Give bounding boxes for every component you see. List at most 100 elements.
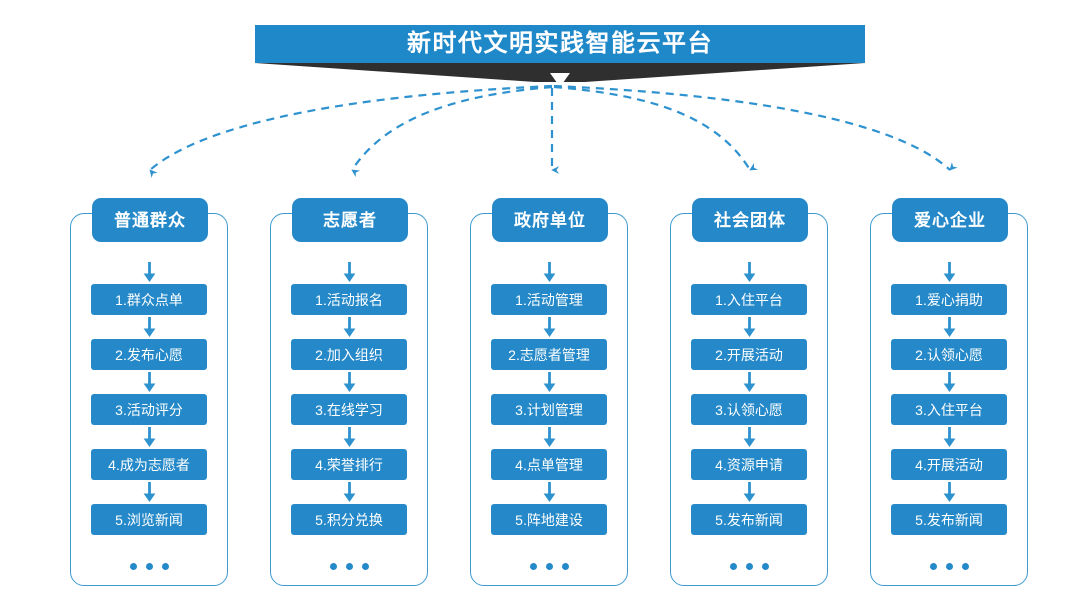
- column-header-0[interactable]: 普通群众: [92, 198, 208, 242]
- more-items-ellipsis: [270, 549, 428, 583]
- arrow-down-icon: [870, 425, 1028, 449]
- column-item-label: 5.发布新闻: [915, 511, 983, 528]
- arrow-down-icon: [670, 260, 828, 284]
- ellipsis-dot: [361, 562, 369, 570]
- column-header-3[interactable]: 社会团体: [692, 198, 808, 242]
- ellipsis-dot: [129, 562, 137, 570]
- column-item[interactable]: 4.成为志愿者: [91, 449, 207, 480]
- arrow-down-icon: [670, 425, 828, 449]
- column-item-label: 4.荣誉排行: [315, 456, 383, 473]
- column-header-label: 政府单位: [514, 210, 586, 230]
- column-header-label: 社会团体: [714, 210, 786, 230]
- column-items: 1.群众点单 2.发布心愿 3.活动评分 4.成为志愿者 5.浏览新闻: [70, 260, 228, 583]
- column-header-4[interactable]: 爱心企业: [892, 198, 1008, 242]
- column-item[interactable]: 3.活动评分: [91, 394, 207, 425]
- column-item-label: 3.活动评分: [115, 401, 183, 418]
- arrow-down-icon: [470, 480, 628, 504]
- column-items: 1.活动报名 2.加入组织 3.在线学习 4.荣誉排行 5.积分兑换: [270, 260, 428, 583]
- column-item[interactable]: 3.计划管理: [491, 394, 607, 425]
- column-item[interactable]: 5.浏览新闻: [91, 504, 207, 535]
- arrow-down-icon: [270, 260, 428, 284]
- column-item[interactable]: 1.活动管理: [491, 284, 607, 315]
- ellipsis-dot: [545, 562, 553, 570]
- column-item[interactable]: 4.资源申请: [691, 449, 807, 480]
- ellipsis-dot: [761, 562, 769, 570]
- column-item[interactable]: 3.在线学习: [291, 394, 407, 425]
- column-item-label: 3.计划管理: [515, 401, 583, 418]
- arrow-down-icon: [470, 315, 628, 339]
- column-item[interactable]: 2.开展活动: [691, 339, 807, 370]
- ellipsis-dot: [929, 562, 937, 570]
- column-item-label: 1.活动管理: [515, 291, 583, 308]
- ellipsis-dot: [745, 562, 753, 570]
- arrow-down-icon: [70, 315, 228, 339]
- column-item[interactable]: 2.加入组织: [291, 339, 407, 370]
- column-items: 1.入住平台 2.开展活动 3.认领心愿 4.资源申请 5.发布新闻: [670, 260, 828, 583]
- column-item-label: 3.认领心愿: [715, 401, 783, 418]
- arrow-down-icon: [670, 370, 828, 394]
- column-item-label: 5.发布新闻: [715, 511, 783, 528]
- arrow-down-icon: [270, 315, 428, 339]
- ellipsis-dot: [529, 562, 537, 570]
- arrow-down-icon: [670, 480, 828, 504]
- more-items-ellipsis: [470, 549, 628, 583]
- arrow-down-icon: [470, 260, 628, 284]
- column-item-label: 1.入住平台: [715, 291, 783, 308]
- column-item[interactable]: 3.入住平台: [891, 394, 1007, 425]
- column-item-label: 2.开展活动: [715, 346, 783, 363]
- arrow-down-icon: [70, 370, 228, 394]
- column-item[interactable]: 4.开展活动: [891, 449, 1007, 480]
- ellipsis-dot: [961, 562, 969, 570]
- role-column: 志愿者 1.活动报名 2.加入组织 3.在线学习 4.荣誉排行 5.积分兑换: [270, 198, 430, 588]
- role-column: 政府单位 1.活动管理 2.志愿者管理 3.计划管理 4.点单管理 5.阵地建设: [470, 198, 630, 588]
- arrow-down-icon: [70, 480, 228, 504]
- column-item[interactable]: 1.入住平台: [691, 284, 807, 315]
- column-item[interactable]: 4.荣誉排行: [291, 449, 407, 480]
- column-item-label: 3.入住平台: [915, 401, 983, 418]
- column-item[interactable]: 2.发布心愿: [91, 339, 207, 370]
- arrow-down-icon: [270, 370, 428, 394]
- column-item[interactable]: 5.积分兑换: [291, 504, 407, 535]
- column-item-label: 1.活动报名: [315, 291, 383, 308]
- title-shadow-shape: [255, 63, 865, 82]
- down-chevron-icon: [550, 73, 570, 87]
- column-item-label: 4.成为志愿者: [108, 456, 190, 473]
- arrow-down-icon: [670, 315, 828, 339]
- column-item[interactable]: 1.活动报名: [291, 284, 407, 315]
- column-item-label: 3.在线学习: [315, 401, 383, 418]
- column-item[interactable]: 5.阵地建设: [491, 504, 607, 535]
- role-column: 社会团体 1.入住平台 2.开展活动 3.认领心愿 4.资源申请 5.发布新闻: [670, 198, 830, 588]
- column-item[interactable]: 1.爱心捐助: [891, 284, 1007, 315]
- arrow-down-icon: [270, 480, 428, 504]
- column-item[interactable]: 4.点单管理: [491, 449, 607, 480]
- column-item-label: 5.阵地建设: [515, 511, 583, 528]
- arrow-down-icon: [470, 425, 628, 449]
- ellipsis-dot: [345, 562, 353, 570]
- column-item[interactable]: 3.认领心愿: [691, 394, 807, 425]
- page-title: 新时代文明实践智能云平台: [407, 30, 713, 57]
- column-item[interactable]: 5.发布新闻: [891, 504, 1007, 535]
- column-item-label: 5.积分兑换: [315, 511, 383, 528]
- column-header-label: 志愿者: [323, 210, 377, 230]
- ellipsis-dot: [161, 562, 169, 570]
- column-item-label: 2.加入组织: [315, 346, 383, 363]
- column-item[interactable]: 2.志愿者管理: [491, 339, 607, 370]
- column-item-label: 2.认领心愿: [915, 346, 983, 363]
- arrow-down-icon: [870, 315, 1028, 339]
- column-header-label: 爱心企业: [914, 210, 986, 230]
- column-item-label: 4.开展活动: [915, 456, 983, 473]
- column-item[interactable]: 2.认领心愿: [891, 339, 1007, 370]
- column-items: 1.活动管理 2.志愿者管理 3.计划管理 4.点单管理 5.阵地建设: [470, 260, 628, 583]
- column-header-label: 普通群众: [114, 210, 186, 230]
- column-header-2[interactable]: 政府单位: [492, 198, 608, 242]
- column-item-label: 4.点单管理: [515, 456, 583, 473]
- column-item[interactable]: 5.发布新闻: [691, 504, 807, 535]
- column-item-label: 1.爱心捐助: [915, 291, 983, 308]
- column-header-1[interactable]: 志愿者: [292, 198, 408, 242]
- arrow-down-icon: [270, 425, 428, 449]
- column-item-label: 4.资源申请: [715, 456, 783, 473]
- column-item[interactable]: 1.群众点单: [91, 284, 207, 315]
- arrow-down-icon: [470, 370, 628, 394]
- arrow-down-icon: [870, 260, 1028, 284]
